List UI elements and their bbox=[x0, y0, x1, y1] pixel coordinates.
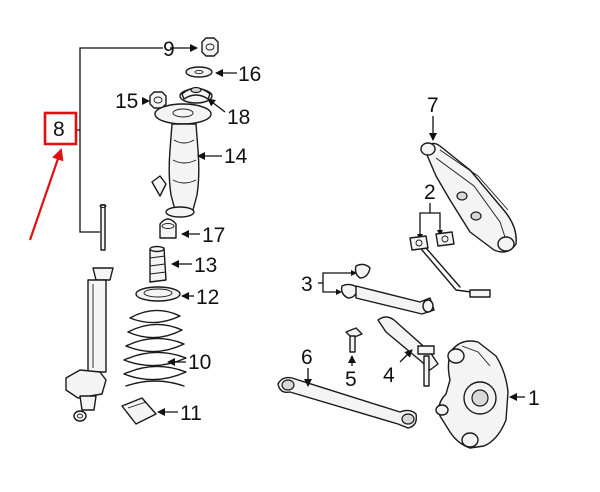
part-5-bolt bbox=[345, 327, 363, 366]
part-15-nut bbox=[142, 91, 167, 109]
callout-14: 14 bbox=[224, 145, 248, 168]
part-8-shock-absorber bbox=[65, 204, 114, 422]
highlight-arrow bbox=[28, 148, 64, 241]
part-12-insulator bbox=[135, 286, 194, 302]
part-17-cap bbox=[159, 218, 200, 239]
callout-17: 17 bbox=[202, 224, 225, 247]
part-6-trailing-arm bbox=[277, 368, 418, 429]
part-13-bump-stop bbox=[149, 245, 192, 283]
part-1-knuckle bbox=[435, 340, 525, 449]
part-9-nut bbox=[201, 37, 219, 57]
callout-1: 1 bbox=[528, 387, 540, 410]
part-3-lower-arm bbox=[318, 263, 435, 315]
callout-4: 4 bbox=[383, 364, 395, 387]
part-10-coil-spring bbox=[123, 309, 187, 387]
callout-2: 2 bbox=[424, 181, 436, 204]
callout-11: 11 bbox=[180, 402, 202, 425]
callout-3: 3 bbox=[301, 273, 313, 296]
callout-9: 9 bbox=[163, 38, 175, 61]
callout-labels: 9 16 15 18 14 17 13 12 10 11 8 7 2 3 5 4… bbox=[53, 38, 540, 425]
callout-5: 5 bbox=[345, 368, 357, 391]
part-4-link bbox=[377, 316, 439, 387]
callout-16: 16 bbox=[238, 63, 261, 86]
highlight-box bbox=[43, 111, 78, 146]
part-7-upper-arm bbox=[420, 116, 517, 253]
part-2-bushings-link bbox=[409, 203, 491, 298]
part-11-lower-insulator bbox=[121, 397, 178, 425]
callout-18: 18 bbox=[227, 106, 250, 129]
callout-6: 6 bbox=[301, 346, 313, 369]
callout-12: 12 bbox=[196, 286, 219, 309]
part-18-upper-mount bbox=[179, 86, 226, 113]
highlight-part-8 bbox=[28, 111, 78, 241]
callout-8: 8 bbox=[53, 118, 65, 141]
callout-10: 10 bbox=[188, 351, 211, 374]
part-16-washer bbox=[185, 66, 237, 78]
callout-15: 15 bbox=[115, 90, 138, 113]
callout-13: 13 bbox=[194, 254, 217, 277]
part-14-boot bbox=[151, 103, 222, 218]
callout-7: 7 bbox=[427, 94, 439, 117]
